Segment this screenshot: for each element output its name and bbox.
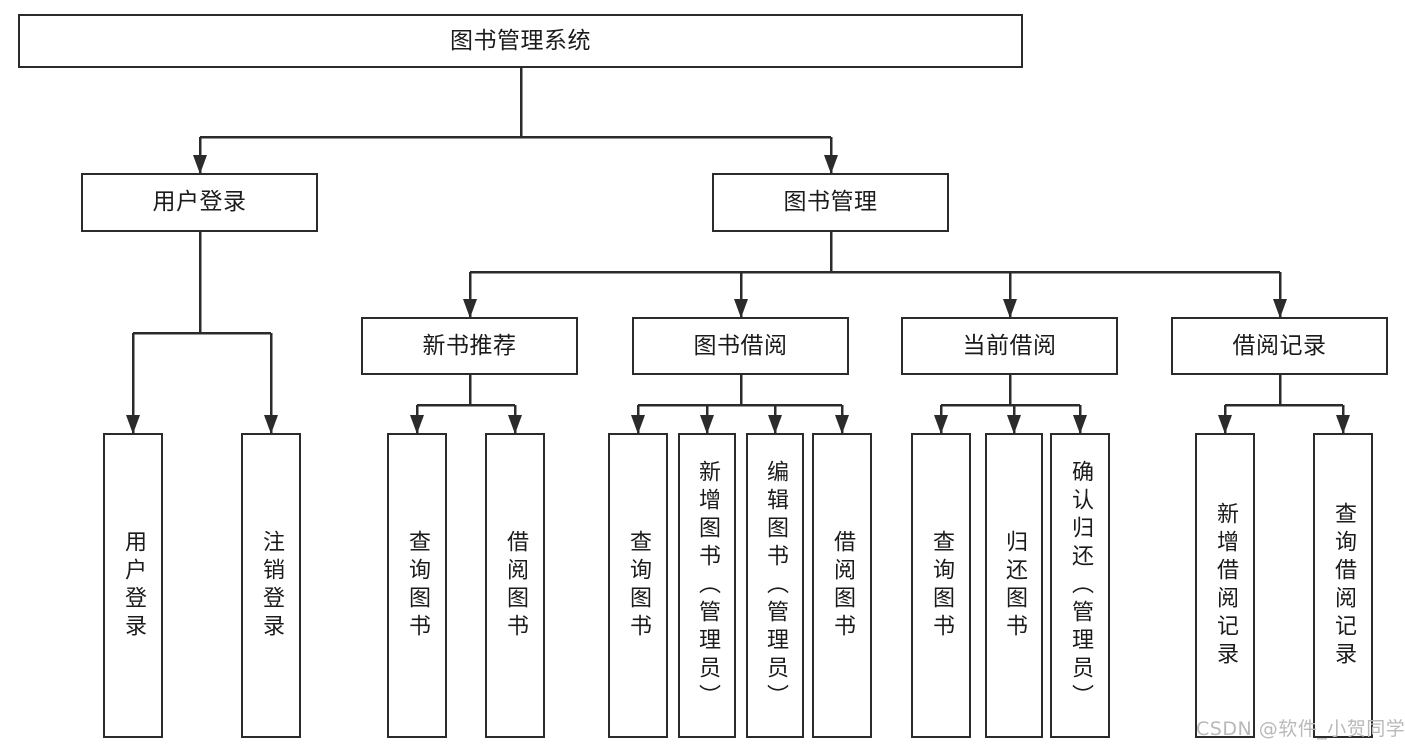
node-label-leaf-return-book: 归还图书 <box>1002 529 1027 642</box>
node-label-leaf-borrow-book-1: 借阅图书 <box>503 529 528 642</box>
node-leaf-borrow-book-2[interactable]: 借阅图书 <box>812 433 872 738</box>
arrow-icon-leaf-confirm-return <box>1073 415 1087 434</box>
arrow-icon-new-book-rec <box>463 299 477 318</box>
arrow-icon-leaf-add-record <box>1218 415 1232 434</box>
node-leaf-query-book-3[interactable]: 查询图书 <box>911 433 971 738</box>
node-label-leaf-query-record: 查询借阅记录 <box>1331 501 1356 670</box>
arrow-icon-leaf-borrow-book-1 <box>508 415 522 434</box>
node-leaf-add-book[interactable]: 新增图书（管理员） <box>678 433 736 738</box>
node-label-new-book-rec: 新书推荐 <box>422 332 517 359</box>
node-leaf-user-logout[interactable]: 注销登录 <box>241 433 301 738</box>
node-leaf-borrow-book-1[interactable]: 借阅图书 <box>485 433 545 738</box>
node-label-leaf-add-book: 新增图书（管理员） <box>695 459 720 712</box>
arrow-icon-leaf-user-logout <box>264 415 278 434</box>
arrow-icon-borrow-record <box>1273 299 1287 318</box>
node-leaf-edit-book[interactable]: 编辑图书（管理员） <box>746 433 804 738</box>
node-label-book-manage: 图书管理 <box>783 189 878 216</box>
node-new-book-rec[interactable]: 新书推荐 <box>361 317 578 375</box>
arrow-icon-leaf-query-book-1 <box>410 415 424 434</box>
node-user-login[interactable]: 用户登录 <box>81 173 318 232</box>
node-label-leaf-query-book-1: 查询图书 <box>405 529 430 642</box>
arrow-icon-book-manage <box>824 155 838 174</box>
node-label-user-login: 用户登录 <box>152 189 247 216</box>
node-label-leaf-borrow-book-2: 借阅图书 <box>830 529 855 642</box>
node-root[interactable]: 图书管理系统 <box>18 14 1023 68</box>
arrow-icon-user-login <box>193 155 207 174</box>
node-leaf-user-login[interactable]: 用户登录 <box>103 433 163 738</box>
node-label-leaf-user-logout: 注销登录 <box>259 529 284 642</box>
node-leaf-query-record[interactable]: 查询借阅记录 <box>1313 433 1373 738</box>
node-book-borrow[interactable]: 图书借阅 <box>632 317 849 375</box>
node-leaf-confirm-return[interactable]: 确认归还（管理员） <box>1050 433 1110 738</box>
node-label-borrow-record: 借阅记录 <box>1232 332 1327 359</box>
node-leaf-add-record[interactable]: 新增借阅记录 <box>1195 433 1255 738</box>
node-book-manage[interactable]: 图书管理 <box>712 173 949 232</box>
node-leaf-return-book[interactable]: 归还图书 <box>985 433 1043 738</box>
arrow-icon-leaf-query-book-3 <box>934 415 948 434</box>
arrow-icon-leaf-return-book <box>1007 415 1021 434</box>
node-label-leaf-query-book-2: 查询图书 <box>626 529 651 642</box>
node-label-leaf-edit-book: 编辑图书（管理员） <box>763 459 788 712</box>
node-label-leaf-add-record: 新增借阅记录 <box>1213 501 1238 670</box>
arrow-icon-leaf-query-record <box>1336 415 1350 434</box>
watermark-text: CSDN @软件_小贺同学 <box>1196 718 1405 740</box>
arrow-icon-leaf-add-book <box>700 415 714 434</box>
node-label-leaf-user-login: 用户登录 <box>121 529 146 642</box>
node-current-borrow[interactable]: 当前借阅 <box>901 317 1118 375</box>
arrow-icon-book-borrow <box>734 299 748 318</box>
node-label-root: 图书管理系统 <box>450 27 591 54</box>
arrow-icon-leaf-query-book-2 <box>631 415 645 434</box>
arrow-icon-leaf-borrow-book-2 <box>835 415 849 434</box>
arrow-icon-leaf-edit-book <box>768 415 782 434</box>
node-borrow-record[interactable]: 借阅记录 <box>1171 317 1388 375</box>
arrow-icon-current-borrow <box>1003 299 1017 318</box>
node-label-leaf-query-book-3: 查询图书 <box>929 529 954 642</box>
arrow-icon-leaf-user-login <box>126 415 140 434</box>
node-label-leaf-confirm-return: 确认归还（管理员） <box>1068 459 1093 712</box>
node-leaf-query-book-2[interactable]: 查询图书 <box>608 433 668 738</box>
node-label-current-borrow: 当前借阅 <box>962 332 1057 359</box>
node-leaf-query-book-1[interactable]: 查询图书 <box>387 433 447 738</box>
node-label-book-borrow: 图书借阅 <box>693 332 788 359</box>
